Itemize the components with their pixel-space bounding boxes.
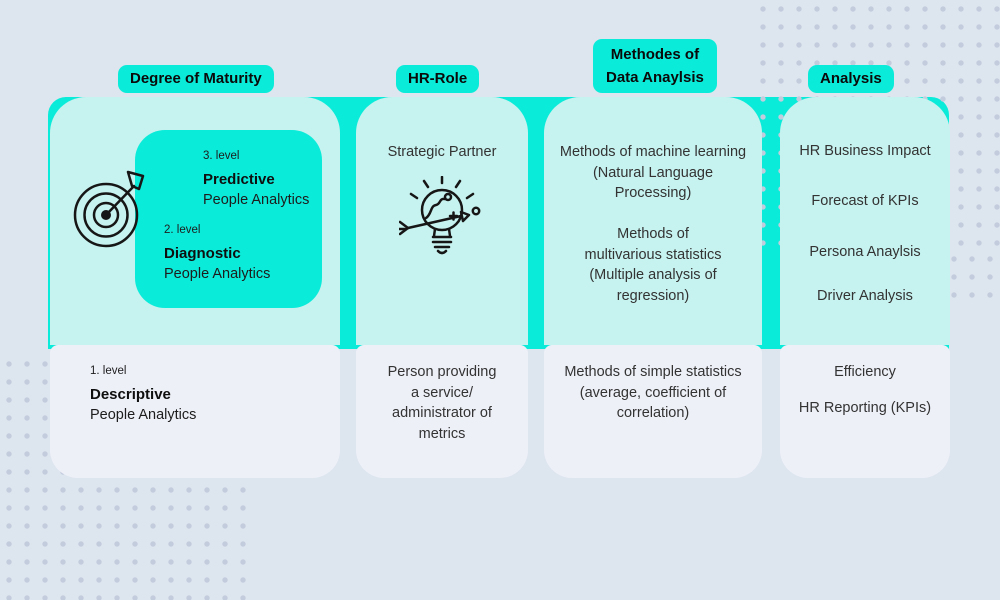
methods-bottom-card [544,345,762,478]
level-number: 2. level [164,224,201,236]
analysis-bottom-item: HR Reporting (KPIs) [798,400,932,416]
text-line: (Natural Language [592,164,714,181]
multivarious-statistics-text: Methods of multivarious statistics (Mult… [544,224,762,306]
text-line: Processing) [614,185,692,201]
level-2-block: 2. level Diagnostic People Analytics [164,223,270,285]
analysis-item: HR Business Impact [799,143,931,159]
level-sub: People Analytics [164,266,271,282]
level-name: Descriptive [90,386,171,403]
text-line: (Multiple analysis of [589,267,717,283]
text-line: metrics [418,425,466,442]
analysis-bottom-item: Efficiency [834,364,896,380]
methods-top-card [544,97,762,345]
header-degree-of-maturity: Degree of Maturity [118,65,274,93]
simple-statistics-text: Methods of simple statistics (average, c… [544,362,762,424]
analysis-bottom-card [780,345,950,478]
header-hr-role: HR-Role [396,65,480,93]
text-line: Methods of simple statistics [564,364,742,380]
analysis-top-card [780,97,950,345]
level-3-block: 3. level Predictive People Analytics [203,149,309,211]
text-line: multivarious statistics [584,246,722,263]
header-line: Data Anaylsis [606,69,704,86]
text-line: administrator of [392,405,492,421]
text-line: a service/ [410,384,474,401]
header-analysis: Analysis [808,65,894,93]
level-name: Diagnostic [164,245,241,262]
header-methods-of-data-analysis: Methodes of Data Anaylsis [593,39,717,93]
target-arrow-icon [73,170,145,248]
text-line: regression) [616,287,690,304]
level-sub: People Analytics [203,192,310,208]
machine-learning-text: Methods of machine learning (Natural Lan… [544,142,762,204]
lightbulb-arrow-icon [399,176,481,255]
level-number: 3. level [203,150,240,162]
strategic-partner-text: Strategic Partner [387,144,497,160]
analysis-item: Driver Analysis [817,288,913,304]
level-name: Predictive [203,171,275,188]
hr-role-bottom-text: Person providing a service/ administrato… [356,362,528,444]
analysis-item: Forecast of KPIs [811,193,919,209]
analysis-item: Persona Anaylsis [809,244,921,260]
header-line: Methodes of [610,46,700,63]
text-line: Methods of machine learning [559,144,747,160]
text-line: Person providing [387,364,497,380]
maturity-levels-card [135,130,322,308]
level-number: 1. level [90,365,127,377]
text-line: correlation) [616,405,690,421]
hr-role-bottom-card [356,345,528,478]
maturity-bottom-card [50,345,340,478]
level-sub: People Analytics [90,407,197,423]
text-line: (average, coefficient of [579,384,727,401]
level-1-block: 1. level Descriptive People Analytics [90,364,196,426]
text-line: Methods of [617,226,689,242]
